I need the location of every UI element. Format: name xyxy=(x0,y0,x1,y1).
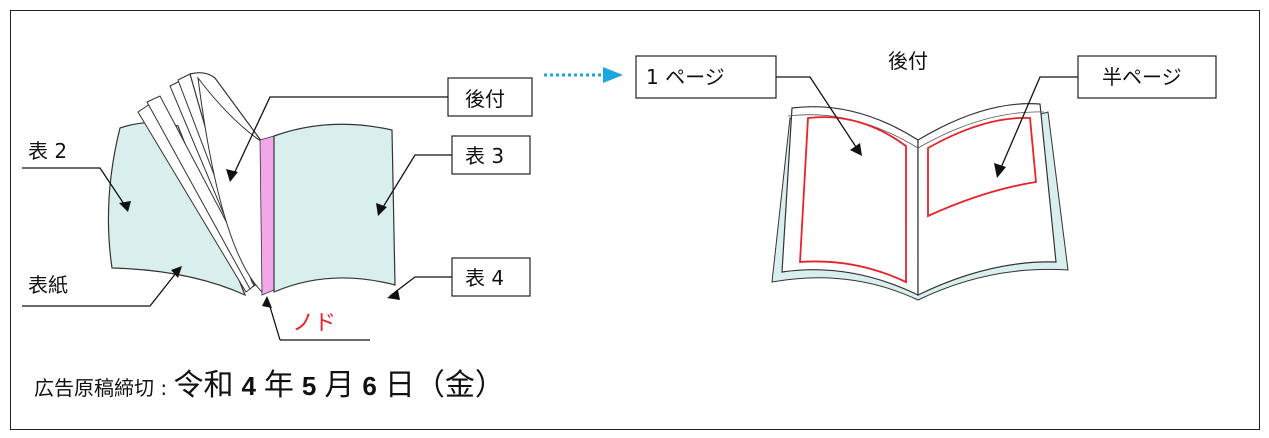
arrowhead-nodo xyxy=(262,296,272,308)
leader-hyo4 xyxy=(389,276,452,297)
arrowheads-left xyxy=(119,169,400,308)
left-labels: 表 2 表紙 後付 表 3 表 4 ノド xyxy=(28,87,505,336)
label-hyo4: 表 4 xyxy=(465,266,504,290)
leader-hyoshi xyxy=(22,267,181,307)
arrowhead-atozuke xyxy=(226,169,238,182)
right-labels: 1 ページ 後付 半ページ xyxy=(646,49,1182,89)
leader-hyo3 xyxy=(379,154,452,213)
arrowhead-hyo3 xyxy=(376,203,387,216)
full-page-ad-outline xyxy=(799,116,907,284)
deadline-month: 5 xyxy=(301,371,317,401)
left-booklet xyxy=(107,72,396,297)
deadline-label: 広告原稿締切 : xyxy=(34,376,174,400)
leader-lines-right xyxy=(776,76,1078,171)
leader-one-page xyxy=(776,76,859,151)
label-half-page: 半ページ xyxy=(1102,65,1182,89)
arrowheads-right xyxy=(850,143,1006,178)
nodo-spine xyxy=(259,135,275,296)
deadline-era: 令和 xyxy=(173,368,234,403)
deadline-year-unit: 年 xyxy=(263,368,294,403)
deadline-day: 6 xyxy=(362,371,377,401)
arrowhead-hyo4 xyxy=(387,290,400,300)
atozuke-page-front xyxy=(197,76,263,294)
deadline-month-unit: 月 xyxy=(324,368,355,403)
deadline-year: 4 xyxy=(241,371,256,401)
label-hyoshi: 表紙 xyxy=(28,273,68,297)
label-atozuke: 後付 xyxy=(465,87,505,111)
arrowhead-half-page xyxy=(994,163,1006,178)
deadline-day-unit: 日 xyxy=(384,368,415,403)
deadline-weekday: （金） xyxy=(414,368,505,403)
label-hyo3: 表 3 xyxy=(465,144,504,168)
diagram-frame xyxy=(10,10,1260,430)
label-boxes-left xyxy=(447,77,533,297)
magazine-right-page xyxy=(917,103,1057,296)
leader-hyo2 xyxy=(22,167,129,211)
label-hyo2: 表 2 xyxy=(28,139,67,163)
arrowhead-hyo2 xyxy=(119,201,131,212)
leader-half-page xyxy=(999,76,1078,171)
dotted-arrow xyxy=(544,67,623,83)
label-boxes-right xyxy=(635,55,1217,99)
cover-right-shape xyxy=(273,123,396,293)
label-nodo: ノド xyxy=(292,311,336,336)
leader-atozuke xyxy=(231,96,448,179)
magazine-left-page xyxy=(781,106,919,296)
arrowhead-one-page xyxy=(850,143,862,156)
arrowhead-hyoshi xyxy=(171,266,182,278)
label-atozuke-title: 後付 xyxy=(888,49,928,73)
right-booklet xyxy=(771,103,1069,301)
half-page-ad-outline xyxy=(927,117,1037,218)
label-one-page: 1 ページ xyxy=(646,65,725,89)
